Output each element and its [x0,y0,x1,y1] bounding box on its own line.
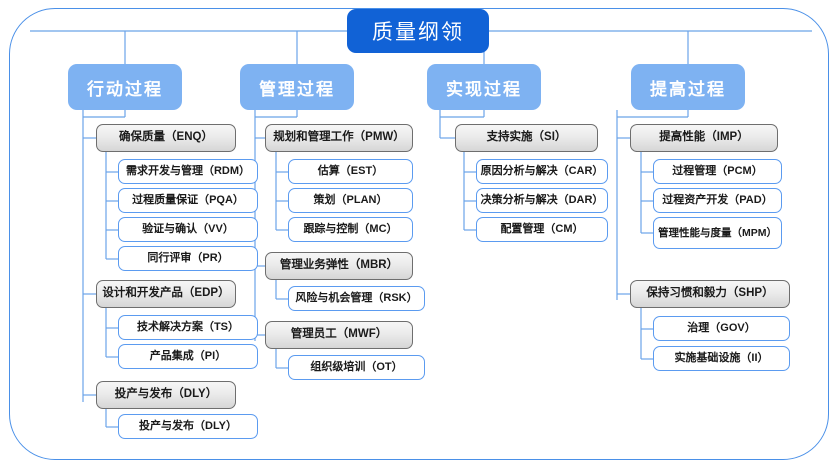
leaf-box-cm[interactable]: 配置管理（CM） [476,217,608,242]
group-box-mbr[interactable]: 管理业务弹性（MBR） [265,252,413,280]
leaf-box-rsk[interactable]: 风险与机会管理（RSK） [288,286,425,311]
group-box-edp[interactable]: 设计和开发产品（EDP） [96,280,236,308]
leaf-box-pr[interactable]: 同行评审（PR） [118,246,258,271]
group-box-si[interactable]: 支持实施（SI） [455,124,598,152]
leaf-box-gov[interactable]: 治理（GOV） [653,316,790,341]
leaf-box-ot[interactable]: 组织级培训（OT） [288,355,425,380]
column-header-realization-process[interactable]: 实现过程 [427,64,541,110]
leaf-box-ts[interactable]: 技术解决方案（TS） [118,315,258,340]
leaf-box-pcm[interactable]: 过程管理（PCM） [653,159,782,184]
leaf-box-dar[interactable]: 决策分析与解决（DAR） [476,188,608,213]
leaf-box-plan[interactable]: 策划（PLAN） [288,188,413,213]
leaf-box-vv[interactable]: 验证与确认（VV） [118,217,258,242]
group-box-enq[interactable]: 确保质量（ENQ） [96,124,236,152]
group-box-dly[interactable]: 投产与发布（DLY） [96,381,236,409]
group-box-pmw[interactable]: 规划和管理工作（PMW） [265,124,413,152]
leaf-box-pqa[interactable]: 过程质量保证（PQA） [118,188,258,213]
leaf-box-rdm[interactable]: 需求开发与管理（RDM） [118,159,258,184]
leaf-box-car[interactable]: 原因分析与解决（CAR） [476,159,608,184]
leaf-box-mpm[interactable]: 管理性能与度量（MPM） [653,217,782,249]
leaf-box-ii[interactable]: 实施基础设施（II） [653,346,790,371]
group-box-imp[interactable]: 提高性能（IMP） [630,124,778,152]
leaf-box-mc[interactable]: 跟踪与控制（MC） [288,217,413,242]
leaf-box-est[interactable]: 估算（EST） [288,159,413,184]
column-header-improvement-process[interactable]: 提高过程 [631,64,745,110]
column-header-management-process[interactable]: 管理过程 [240,64,354,110]
root-title[interactable]: 质量纲领 [347,9,489,53]
group-box-mwf[interactable]: 管理员工（MWF） [265,321,413,349]
group-box-shp[interactable]: 保持习惯和毅力（SHP） [630,280,790,308]
leaf-box-dly[interactable]: 投产与发布（DLY） [118,414,258,439]
leaf-box-pad[interactable]: 过程资产开发（PAD） [653,188,782,213]
leaf-box-pi[interactable]: 产品集成（PI） [118,344,258,369]
column-header-action-process[interactable]: 行动过程 [68,64,182,110]
